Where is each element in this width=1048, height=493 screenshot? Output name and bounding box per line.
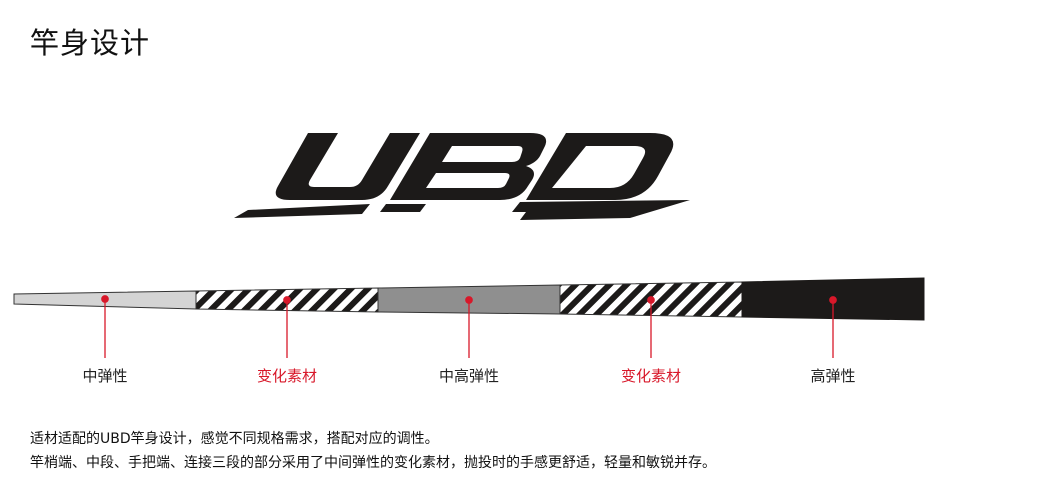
segment-label-2: 变化素材	[256, 367, 318, 385]
callout-dot-3	[465, 296, 473, 304]
segment-label-5: 高弹性	[810, 367, 856, 385]
segment-label-4: 变化素材	[620, 367, 682, 385]
segment-label-3: 中高弹性	[438, 367, 500, 385]
description-line-2: 竿梢端、中段、手把端、连接三段的部分采用了中间弹性的变化素材，抛投时的手感更舒适…	[30, 455, 716, 471]
segment-label-1: 中弹性	[82, 367, 128, 385]
callout-dot-1	[101, 295, 109, 303]
description-line-1: 适材适配的UBD竿身设计，感觉不同规格需求，搭配对应的调性。	[30, 431, 439, 447]
page-title: 竿身设计	[30, 26, 151, 60]
callout-dot-4	[647, 296, 655, 304]
ubd-logo	[234, 133, 690, 220]
callout-dot-5	[829, 296, 837, 304]
rod-diagram	[13, 277, 925, 358]
callout-dot-2	[283, 296, 291, 304]
